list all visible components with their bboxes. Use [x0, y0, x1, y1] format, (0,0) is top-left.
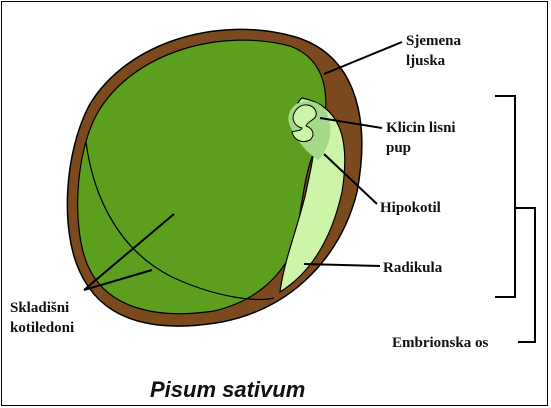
label-seed-coat-line2: ljuska	[406, 53, 446, 69]
diagram-title: Pisum sativum	[150, 377, 305, 402]
label-cotyledon-line2: kotiledoni	[10, 320, 74, 336]
label-plumule-line2: pup	[386, 140, 411, 156]
label-cotyledon-line1: Skladišni	[10, 300, 69, 316]
label-radicle: Radikula	[383, 260, 443, 276]
label-hypocotyl: Hipokotil	[380, 200, 441, 216]
embryo-axis-bracket	[495, 96, 535, 342]
leader-seed-coat	[324, 42, 402, 74]
label-seed-coat-line1: Sjemena	[406, 33, 461, 49]
label-embryo-axis: Embrionska os	[392, 335, 488, 351]
label-plumule-line1: Klicin lisni	[386, 120, 456, 136]
